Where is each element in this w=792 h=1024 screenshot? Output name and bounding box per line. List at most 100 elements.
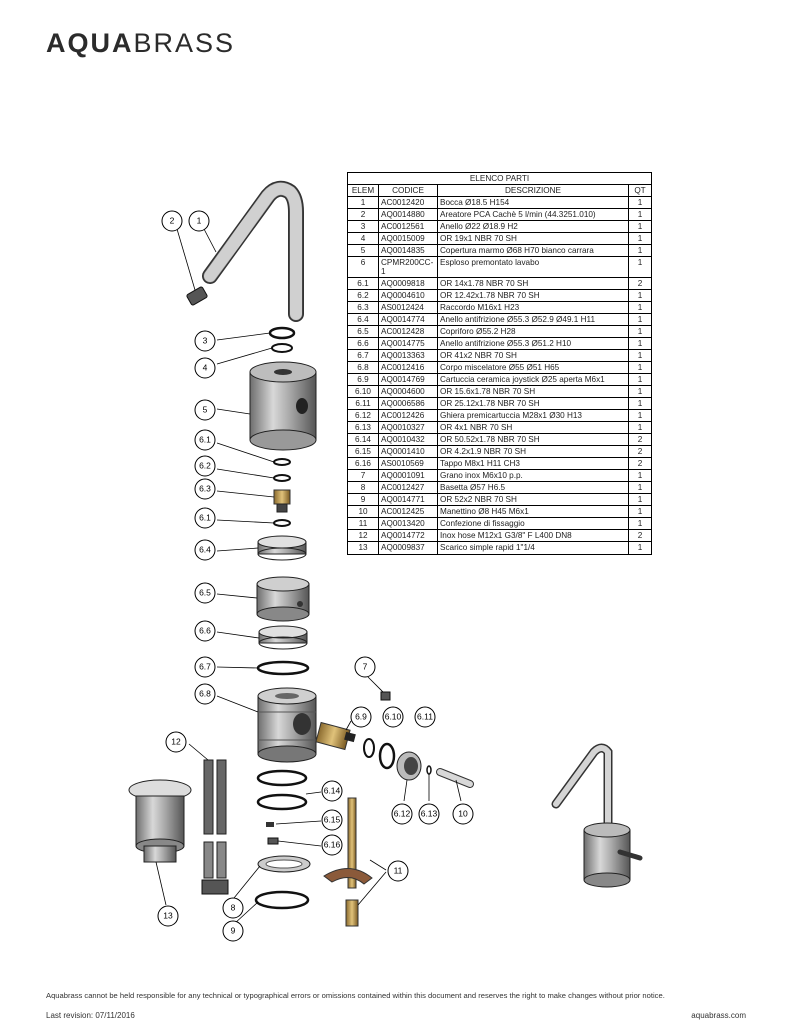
parts-table-title: ELENCO PARTI [347, 171, 652, 186]
oring-part-6-7 [256, 660, 310, 676]
description-cell: OR 50.52x1.78 NBR 70 SH [437, 433, 629, 447]
callout-6-1a-label: 6.1 [199, 434, 211, 444]
code-cell: AQ0010327 [378, 421, 438, 435]
callout-12: 12 [165, 731, 187, 753]
brand-logo: AQUABRASS [46, 28, 235, 59]
elem-cell: 6.13 [347, 421, 379, 435]
description-cell: Copertura marmo Ø68 H70 bianco carrara [437, 244, 629, 258]
description-cell: OR 52x2 NBR 70 SH [437, 493, 629, 507]
leader-lines [155, 228, 462, 925]
code-cell: AQ0013363 [378, 349, 438, 363]
qty-cell: 1 [628, 208, 652, 222]
elem-cell: 6.2 [347, 289, 379, 303]
callout-13: 13 [157, 905, 179, 927]
qty-cell: 1 [628, 397, 652, 411]
description-cell: Areatore PCA Cachè 5 l/min (44.3251.010) [437, 208, 629, 222]
description-cell: Copriforo Ø55.2 H28 [437, 325, 629, 339]
code-cell: AQ0004600 [378, 385, 438, 399]
code-cell: CPMR200CC-1 [378, 256, 438, 279]
lever-part [436, 768, 474, 788]
callout-6-16-label: 6.16 [324, 839, 341, 849]
description-cell: OR 25.12x1.78 NBR 70 SH [437, 397, 629, 411]
elem-cell: 5 [347, 244, 379, 258]
code-cell: AQ0014835 [378, 244, 438, 258]
callout-6-10: 6.10 [382, 706, 404, 728]
parts-table-title-row: ELENCO PARTI [347, 171, 652, 186]
code-cell: AC0012425 [378, 505, 438, 519]
oring-part-6-14a [256, 769, 308, 787]
code-cell: AQ0014880 [378, 208, 438, 222]
callout-3-label: 3 [203, 335, 208, 345]
callout-6-12-label: 6.12 [394, 808, 411, 818]
elem-cell: 12 [347, 529, 379, 543]
callout-2: 2 [161, 210, 183, 232]
callout-4: 4 [194, 357, 216, 379]
grub-screw-part [380, 691, 391, 701]
elem-cell: 6.6 [347, 337, 379, 351]
parts-table-header-row: ELEM CODICE DESCRIZIONE QT [347, 184, 652, 198]
callout-6-14: 6.14 [321, 780, 343, 802]
callout-7-label: 7 [363, 661, 368, 671]
qty-cell: 2 [628, 433, 652, 447]
header-descrizione: DESCRIZIONE [437, 184, 629, 198]
qty-cell: 2 [628, 277, 652, 291]
oring-part-6-2 [273, 474, 291, 482]
description-cell: Raccordo M16x1 H23 [437, 301, 629, 315]
hole-cover-part [256, 576, 310, 622]
code-cell: AQ0001091 [378, 469, 438, 483]
mixer-body-part [257, 687, 317, 763]
qty-cell: 1 [628, 232, 652, 246]
oring-part-9 [254, 890, 310, 910]
elem-cell: 4 [347, 232, 379, 246]
elem-cell: 6 [347, 256, 379, 279]
code-cell: AC0012426 [378, 409, 438, 423]
qty-cell: 1 [628, 421, 652, 435]
callout-1-label: 1 [197, 215, 202, 225]
description-cell: Anello Ø22 Ø18.9 H2 [437, 220, 629, 234]
callout-11-label: 11 [394, 865, 403, 875]
description-cell: Grano inox M6x10 p.p. [437, 469, 629, 483]
elem-cell: 2 [347, 208, 379, 222]
oring-part-6-10 [363, 738, 375, 758]
callout-6-4-label: 6.4 [199, 544, 211, 554]
code-cell: AQ0013420 [378, 517, 438, 531]
elem-cell: 9 [347, 493, 379, 507]
qty-cell: 1 [628, 349, 652, 363]
callout-6-8: 6.8 [194, 683, 216, 705]
qty-cell: 1 [628, 481, 652, 495]
callout-4-label: 4 [203, 362, 208, 372]
website-link[interactable]: aquabrass.com [691, 1011, 746, 1020]
qty-cell: 1 [628, 493, 652, 507]
cartridge-part [315, 721, 356, 751]
elem-cell: 11 [347, 517, 379, 531]
callout-6-7-label: 6.7 [199, 661, 211, 671]
description-cell: Scarico simple rapid 1"1/4 [437, 541, 629, 555]
qty-cell: 1 [628, 220, 652, 234]
code-cell: AQ0014772 [378, 529, 438, 543]
elem-cell: 6.14 [347, 433, 379, 447]
elem-cell: 13 [347, 541, 379, 555]
callout-6-5-label: 6.5 [199, 587, 211, 597]
callout-8: 8 [222, 897, 244, 919]
elem-cell: 6.4 [347, 313, 379, 327]
oring-part-4 [271, 343, 293, 353]
elem-cell: 6.12 [347, 409, 379, 423]
code-cell: AS0010569 [378, 457, 438, 471]
ring-nut-part [396, 751, 422, 781]
qty-cell: 2 [628, 457, 652, 471]
code-cell: AC0012427 [378, 481, 438, 495]
code-cell: AQ0014774 [378, 313, 438, 327]
qty-cell: 1 [628, 517, 652, 531]
code-cell: AQ0014775 [378, 337, 438, 351]
